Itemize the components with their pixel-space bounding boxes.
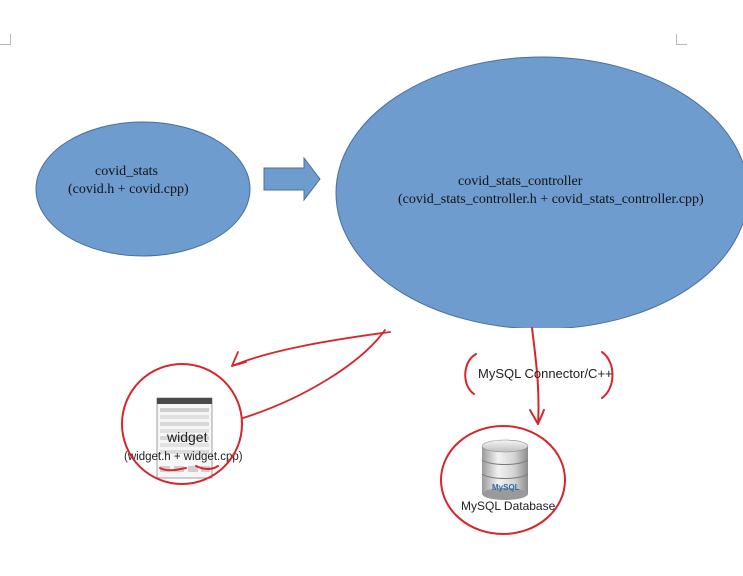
page-corner-top-right xyxy=(676,34,687,45)
covid-stats-ellipse xyxy=(35,121,251,257)
mysql-connector-label: MySQL Connector/C++ xyxy=(464,351,614,399)
controller-to-widget-arrow xyxy=(231,329,391,419)
widget-files: (widget.h + widget.cpp) xyxy=(124,451,243,463)
controller-title: covid_stats_controller xyxy=(458,174,583,189)
database-cylinder-icon: MySQL xyxy=(481,439,529,500)
database-node: MySQL MySQL Database xyxy=(440,425,566,535)
connector-left-bracket xyxy=(464,353,477,395)
widget-title: widget xyxy=(166,429,208,445)
window-mockup-icon xyxy=(156,397,213,479)
controller-files: (covid_stats_controller.h + covid_stats_… xyxy=(398,192,704,207)
widget-node: widget (widget.h + widget.cpp) xyxy=(121,363,243,485)
covid-stats-title: covid_stats xyxy=(95,164,158,179)
database-red-circle xyxy=(440,425,566,535)
controller-node: covid_stats_controller (covid_stats_cont… xyxy=(335,56,743,330)
sketch-panel xyxy=(38,328,738,540)
widget-red-circle xyxy=(121,363,243,485)
connector-right-bracket xyxy=(601,351,614,399)
mysql-logo-text: MySQL xyxy=(492,483,520,492)
right-block-arrow-icon xyxy=(263,156,321,202)
covid-stats-node: covid_stats (covid.h + covid.cpp) xyxy=(35,121,251,257)
widget-underline-mark xyxy=(159,465,219,472)
controller-to-database-arrow xyxy=(529,327,545,425)
covid-stats-files: (covid.h + covid.cpp) xyxy=(68,182,189,197)
connector-text: MySQL Connector/C++ xyxy=(478,366,613,381)
page-corner-top-left xyxy=(0,34,11,45)
database-label: MySQL Database xyxy=(461,499,556,513)
